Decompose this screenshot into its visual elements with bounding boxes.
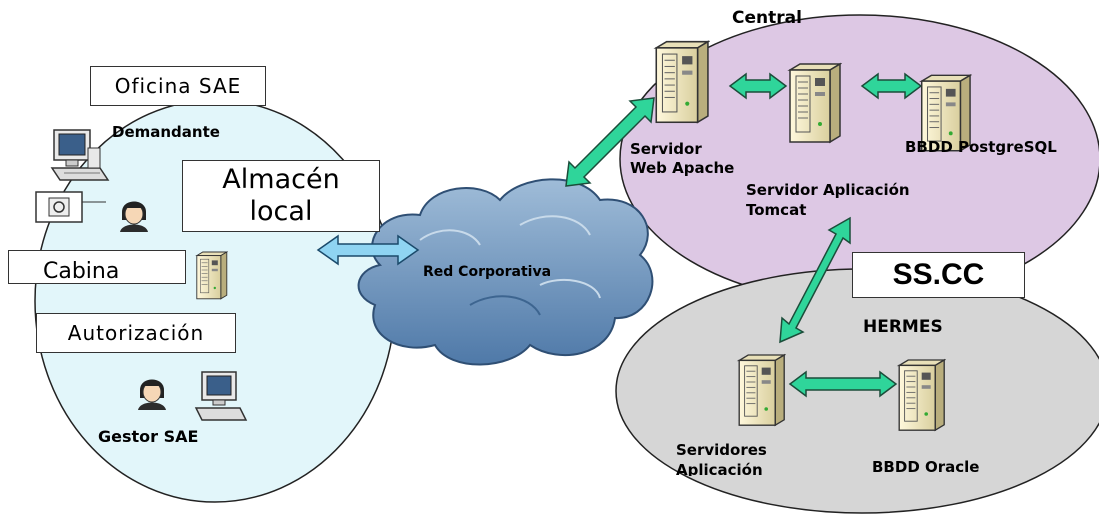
oficina-sae-box: Oficina SAE	[90, 66, 266, 106]
hermes-app-server-icon	[738, 354, 785, 426]
almacen-line2: local	[249, 196, 313, 227]
servidores-app-line1: Servidores	[676, 441, 767, 459]
sscc-box: SS.CC	[852, 252, 1025, 298]
gestor-computer-icon	[194, 371, 248, 421]
app-server-icon	[789, 63, 841, 143]
almacen-local-box: Almacén local	[182, 160, 380, 232]
desktop-computer-icon	[50, 129, 110, 181]
servidor-aplicacion-label: Servidor Aplicación Tomcat	[746, 180, 910, 220]
web-app-arrow	[728, 72, 788, 100]
autorizacion-box: Autorización	[36, 313, 236, 353]
gestor-sae-label: Gestor SAE	[98, 427, 199, 446]
cabina-box: Cabina	[8, 250, 186, 284]
almacen-line1: Almacén	[222, 164, 340, 195]
gestor-person-icon	[138, 379, 166, 410]
bbdd-postgresql-label: BBDD PostgreSQL	[905, 138, 1057, 156]
red-corporativa-label: Red Corporativa	[423, 264, 552, 280]
central-hermes-arrow	[779, 216, 851, 344]
cloud-icon	[357, 178, 654, 366]
web-server-icon	[655, 40, 709, 124]
demandante-label: Demandante	[112, 123, 220, 141]
hermes-app-db-arrow	[788, 370, 898, 398]
bbdd-oracle-label: BBDD Oracle	[872, 458, 980, 476]
servidor-app-line2: Tomcat	[746, 201, 807, 219]
oracle-server-icon	[898, 359, 945, 431]
app-db-arrow	[860, 72, 923, 100]
servidor-web-line2: Web Apache	[630, 159, 735, 177]
cloud-webserver-arrow	[565, 97, 655, 187]
hermes-label: HERMES	[863, 317, 943, 337]
person-icon	[120, 201, 148, 232]
servidores-app-line2: Aplicación	[676, 461, 763, 476]
servidor-app-line1: Servidor Aplicación	[746, 181, 910, 199]
servidor-web-label: Servidor Web Apache	[630, 140, 734, 178]
servidores-aplicacion-label: Servidores Aplicación	[676, 440, 767, 476]
central-label: Central	[732, 8, 802, 28]
printer-icon	[35, 191, 106, 223]
local-server-icon	[196, 251, 228, 300]
hermes-zone	[615, 268, 1099, 514]
office-network-arrow	[316, 234, 420, 266]
servidor-web-line1: Servidor	[630, 140, 702, 158]
